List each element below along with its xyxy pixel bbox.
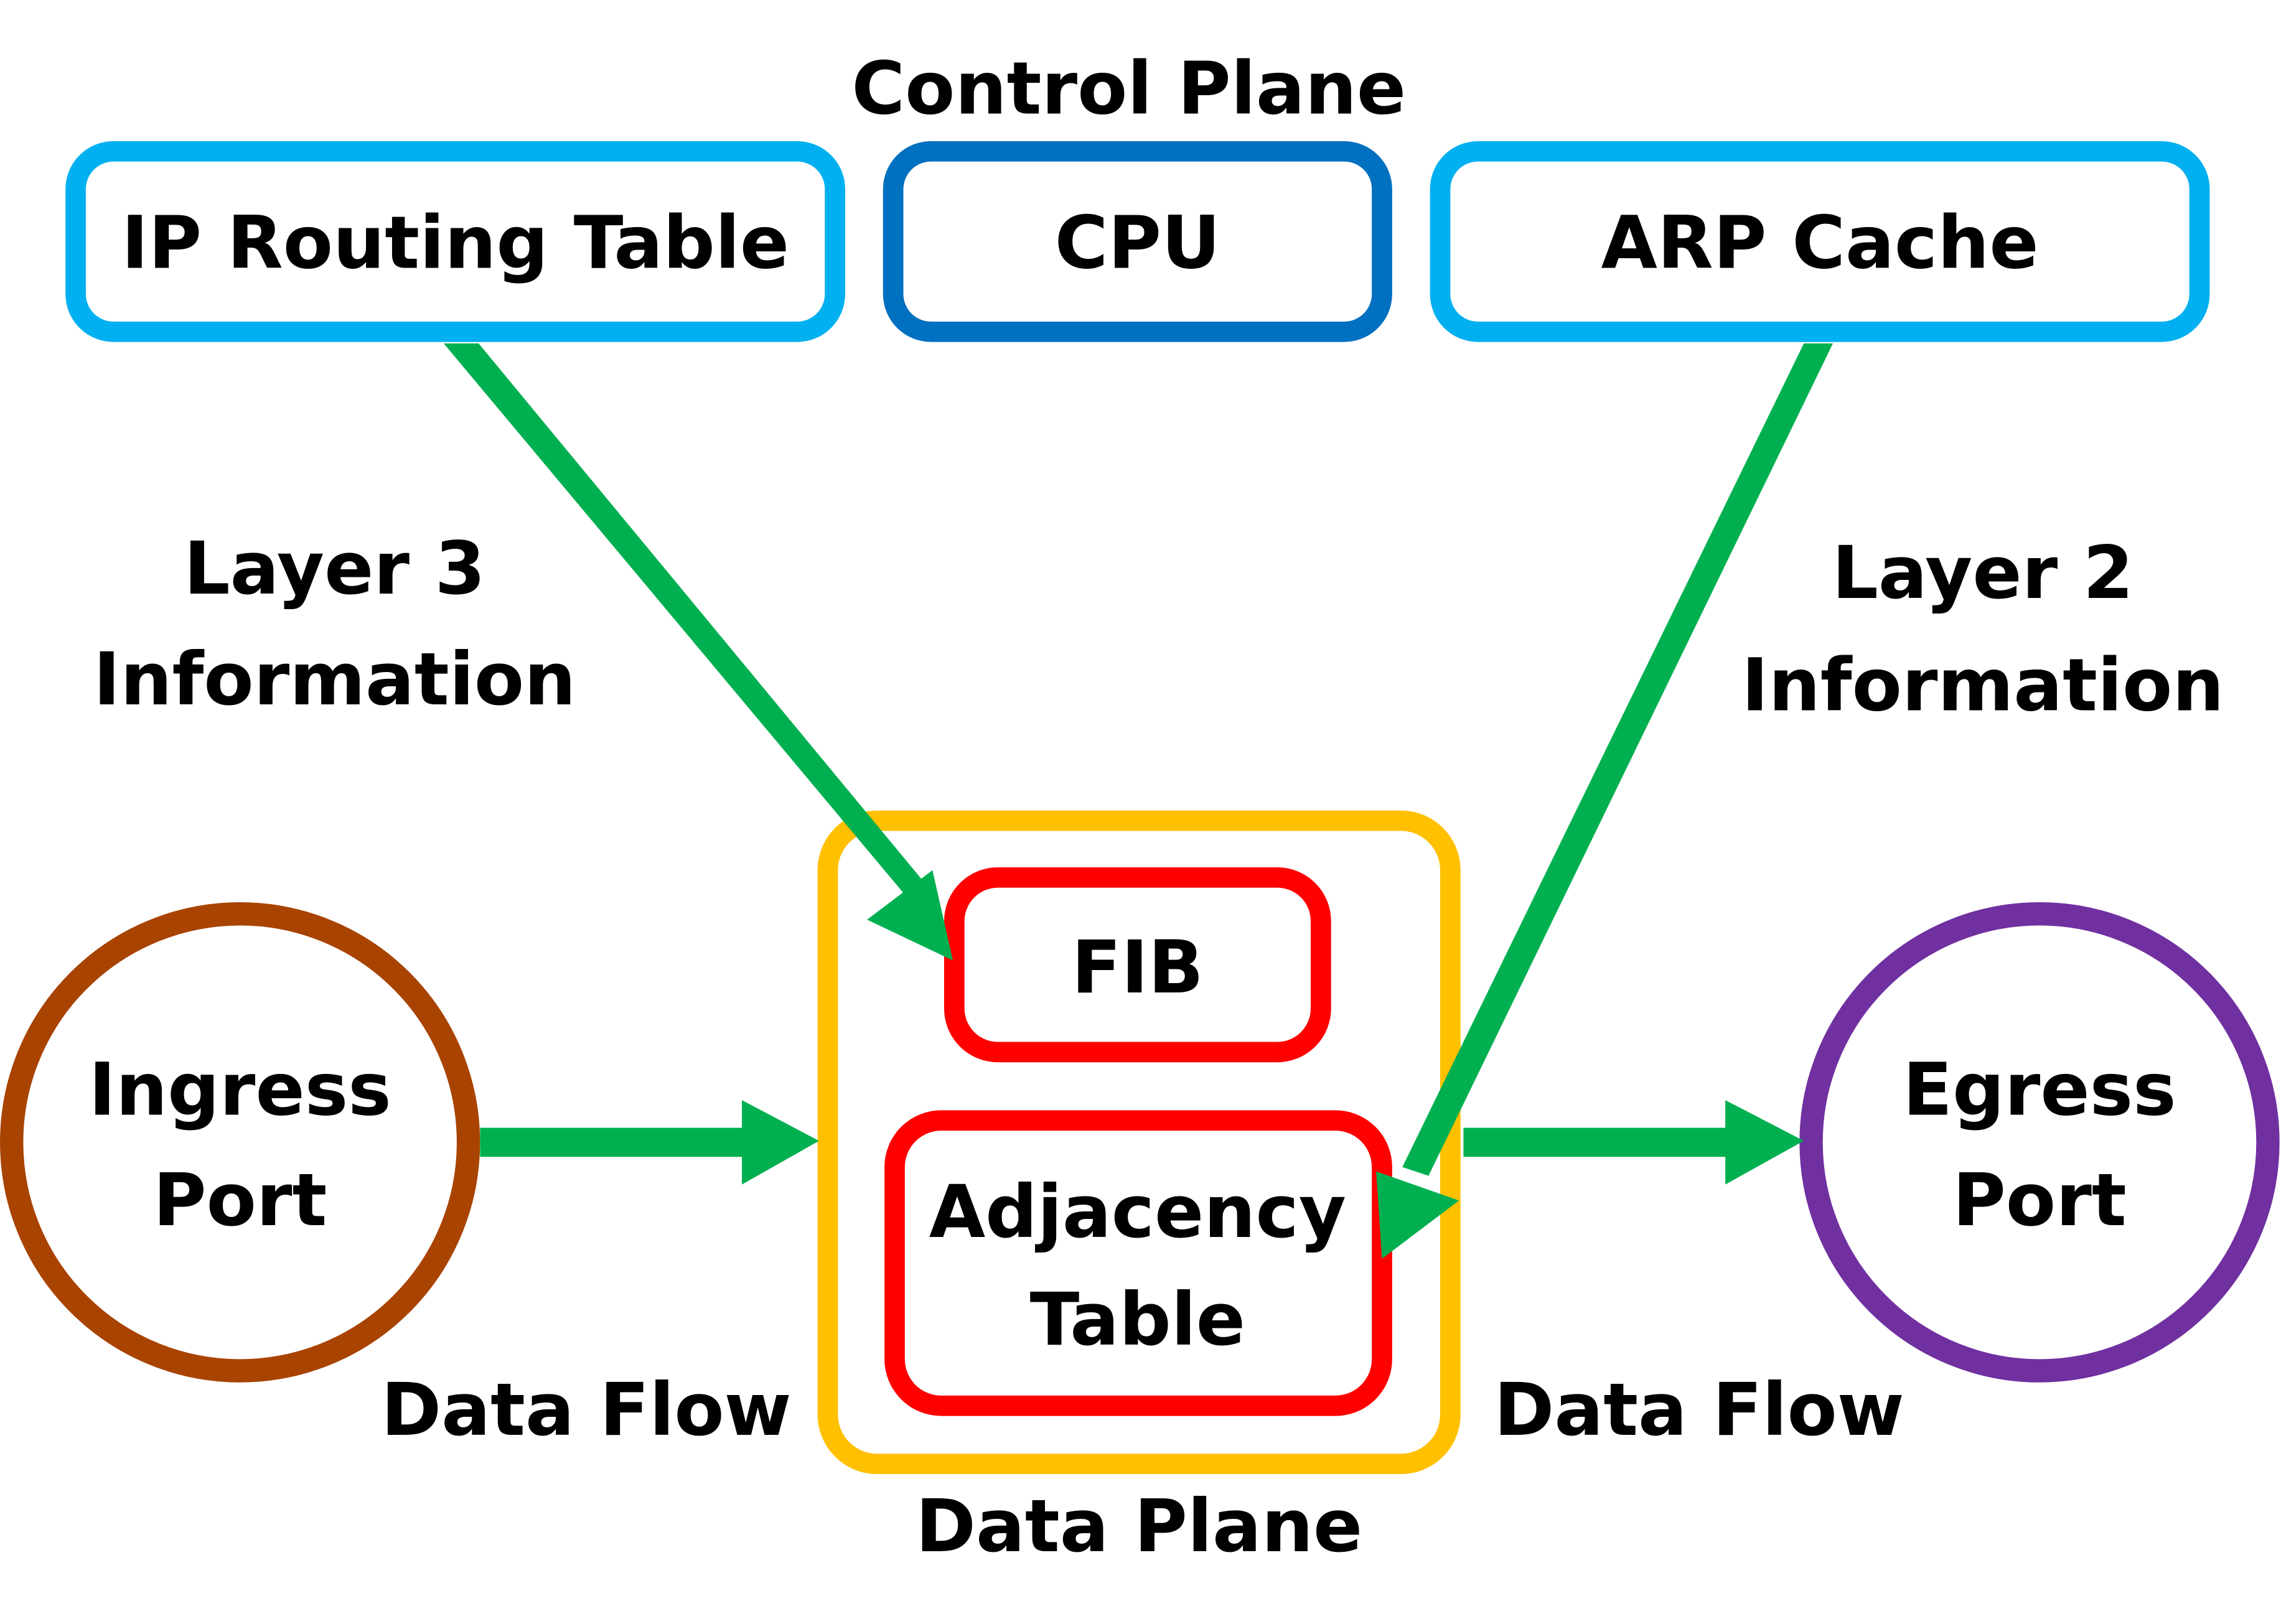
arp-cache-label: ARP Cache (1601, 200, 2039, 285)
ip-routing-table-border (65, 141, 846, 342)
arp-cache-border (1430, 141, 2210, 342)
adjacency-table-box: Adjacency Table (884, 1110, 1392, 1416)
ingress-port-label-line2: Port (153, 1157, 327, 1243)
arrows (443, 343, 1834, 1259)
arrow-data-plane-to-egress (1463, 1100, 1804, 1185)
arrow-routing-table-to-fib-head (867, 870, 953, 961)
egress-port: Egress Port (1799, 902, 2280, 1383)
data-plane-label: Data Plane (916, 1483, 1362, 1569)
cpu-box: CPU (883, 141, 1392, 342)
egress-port-label-line2: Port (1952, 1157, 2126, 1243)
fib-border (944, 867, 1331, 1063)
arp-cache-box: ARP Cache (1430, 141, 2210, 342)
cpu-label: CPU (1055, 200, 1220, 285)
cpu-border (883, 141, 1392, 342)
adjacency-table-label-line2: Table (1030, 1277, 1245, 1362)
ingress-port-label-line1: Ingress (89, 1047, 391, 1132)
arrow-ingress-to-data-plane (480, 1100, 819, 1185)
ip-routing-table-label: IP Routing Table (121, 200, 789, 285)
ingress-port: Ingress Port (0, 902, 480, 1383)
arrow-routing-table-to-fib-shaft (443, 343, 931, 905)
layer2-label-line1: Layer 2 (1832, 530, 2133, 615)
layer3-label-line1: Layer 3 (184, 526, 485, 611)
data-flow-left-label: Data Flow (381, 1367, 791, 1452)
layer2-label-line2: Information (1741, 642, 2224, 727)
fib-box: FIB (944, 867, 1331, 1063)
control-plane-label: Control Plane (851, 45, 1406, 131)
layer3-label-line2: Information (93, 637, 576, 722)
data-flow-right-label: Data Flow (1494, 1367, 1904, 1452)
ingress-port-circle (0, 902, 480, 1383)
ip-routing-table-box: IP Routing Table (65, 141, 846, 342)
fib-label: FIB (1072, 925, 1204, 1010)
egress-port-label-line1: Egress (1903, 1047, 2176, 1132)
arrow-arp-to-adjacency-head (1376, 1171, 1459, 1259)
adjacency-table-label-line1: Adjacency (929, 1169, 1346, 1254)
egress-port-circle (1799, 902, 2280, 1383)
arrow-arp-to-adjacency-shaft (1402, 343, 1834, 1176)
adjacency-table-border (884, 1110, 1392, 1416)
